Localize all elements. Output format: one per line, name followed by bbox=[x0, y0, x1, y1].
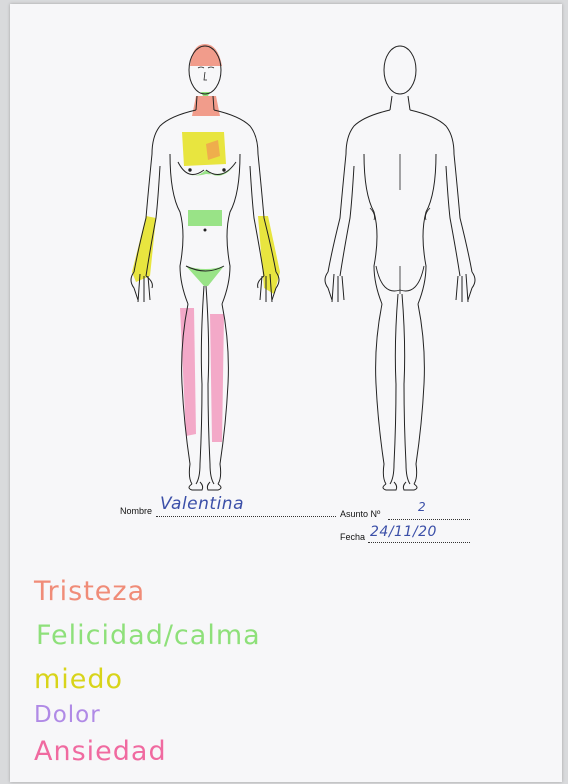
body-outline-figures bbox=[10, 4, 562, 504]
nombre-line bbox=[156, 516, 336, 517]
front-body-figure bbox=[131, 44, 280, 490]
legend-miedo: miedo bbox=[34, 666, 123, 693]
legend-tristeza: Tristeza bbox=[34, 578, 145, 605]
legend-dolor: Dolor bbox=[34, 704, 101, 727]
felicidad-area-abdomen bbox=[188, 210, 222, 226]
miedo-area-chest bbox=[182, 132, 226, 166]
fecha-label: Fecha bbox=[340, 532, 365, 542]
legend-felicidad-calma: Felicidad/calma bbox=[36, 622, 261, 649]
ansiedad-area-right-leg bbox=[210, 314, 224, 442]
back-body-figure bbox=[325, 46, 475, 490]
ansiedad-area-left-leg bbox=[180, 308, 196, 436]
body-map-sheet: Nombre Valentina Asunto Nº 2 Fecha 24/11… bbox=[10, 4, 562, 782]
asunto-label: Asunto Nº bbox=[340, 509, 380, 519]
nombre-value[interactable]: Valentina bbox=[160, 494, 244, 514]
nombre-label: Nombre bbox=[120, 506, 152, 516]
legend-ansiedad: Ansiedad bbox=[34, 738, 167, 765]
fecha-value[interactable]: 24/11/20 bbox=[370, 524, 437, 540]
asunto-line bbox=[388, 519, 470, 520]
asunto-value[interactable]: 2 bbox=[418, 500, 426, 514]
fecha-line bbox=[368, 542, 470, 543]
